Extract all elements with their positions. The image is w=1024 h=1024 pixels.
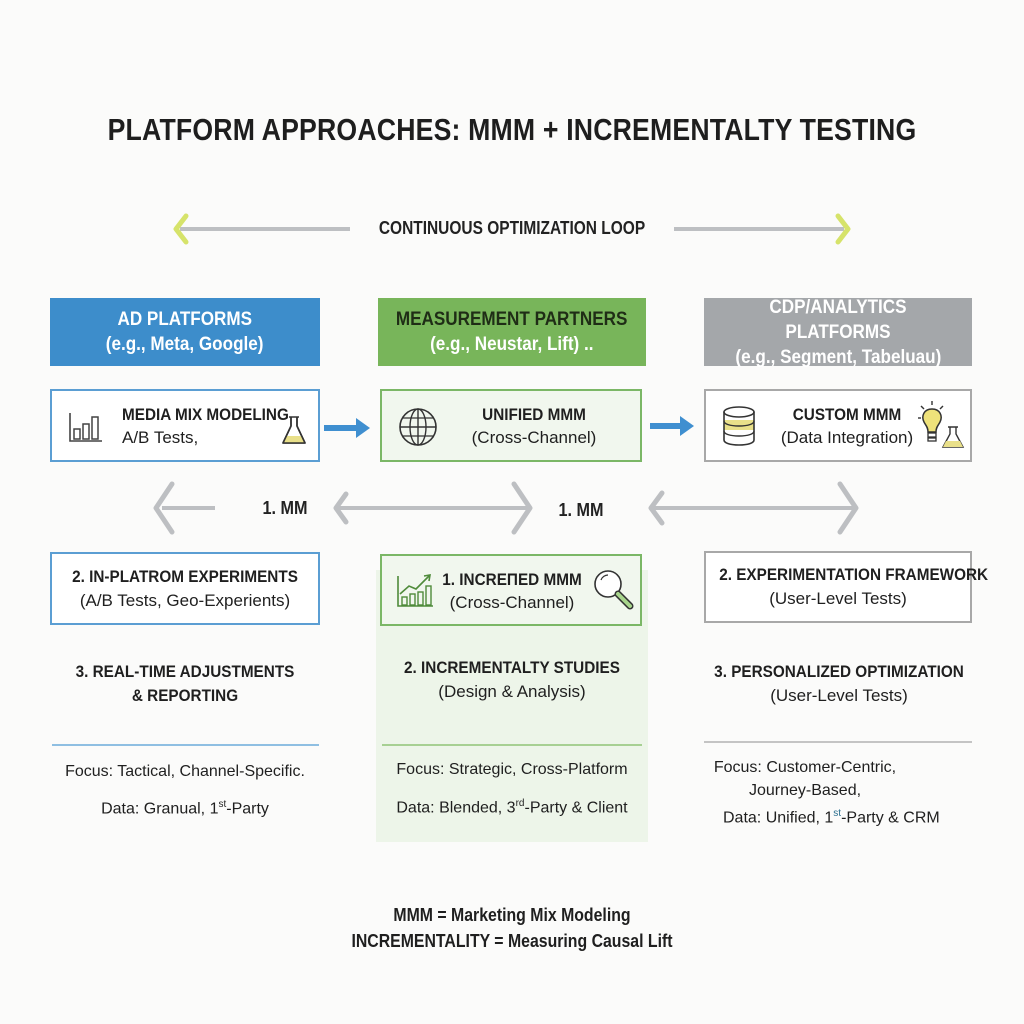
connector-arrow-2 (650, 416, 694, 436)
connector-label: 1. MM (558, 500, 604, 520)
incremented-mmm-box: 1. INCREΠED MMM (Cross-Channel) (380, 554, 642, 626)
connector-arrow-1 (324, 418, 370, 438)
header-examples: (e.g., Meta, Google) (106, 334, 264, 355)
box-subtitle: (Cross-Channel) (449, 593, 575, 612)
divider (52, 744, 319, 746)
legend-mmm: MMM = Marketing Mix Modeling (393, 905, 631, 925)
header-examples: (e.g., Segment, Tabeluau) (735, 346, 941, 368)
data-text: Data: Unified, 1st-Party & CRM (723, 808, 940, 827)
divider (382, 744, 642, 746)
step-subtitle: (User-Level Tests) (769, 589, 907, 608)
step-title: 2. INCREMENTALTY STUDIES (404, 658, 620, 677)
experimentation-framework-box: 2. EXPERIMENTATION FRAMEWORK (User-Level… (704, 551, 989, 623)
step-subtitle: (Design & Analysis) (438, 682, 586, 701)
bar-chart-icon (69, 413, 102, 442)
box-subtitle: (Data Integration) (780, 428, 914, 447)
personalized-optimization-step: 3. PERSONALIZED OPTIMIZATION (User-Level… (694, 660, 984, 708)
loop-label: CONTINUOUS OPTIMIZATION LOOP (378, 218, 646, 238)
lightbulb-flask-icon (918, 401, 965, 448)
flask-icon (282, 416, 306, 444)
box-subtitle: A/B Tests, (122, 428, 199, 447)
real-time-adjustments-step: 3. REAL-TIME ADJUSTMENTS & REPORTING (40, 660, 330, 708)
focus-text: Focus: Strategic, Cross-Platform (396, 761, 628, 778)
footer-legend: MMM = Marketing Mix Modeling INCREMENTAL… (0, 902, 1024, 954)
focus-text: Focus: Tactical, Channel-Specific. (65, 763, 305, 780)
box-title: UNIFIED MMM (482, 405, 586, 424)
box-title: MEDIA MIX MODELING (122, 405, 289, 424)
header-cdp-analytics-platforms: CDP/ANALYTICS PLATFORMS (e.g., Segment, … (704, 296, 972, 368)
header-title: AD PLATFORMS (117, 309, 253, 330)
media-mix-modeling-box: MEDIA MIX MODELING A/B Tests, (50, 389, 320, 462)
header-title: MEASUREMENT PARTNERS (396, 309, 628, 330)
box-title: 1. INCREΠED MMM (442, 570, 582, 589)
legend-incrementality: INCREMENTALITY = Measuring Causal Lift (351, 931, 673, 951)
step-title: 3. REAL-TIME ADJUSTMENTS (75, 662, 295, 681)
gray-arrow-middle (333, 481, 533, 535)
step-title: 3. PERSONALIZED OPTIMIZATION (714, 662, 964, 681)
step-title: 2. IN-PLATROM EXPERIMENTS (72, 566, 298, 586)
database-icon (723, 406, 755, 446)
growth-chart-icon (397, 574, 433, 607)
magnifier-icon (594, 570, 634, 610)
gray-arrow-right (648, 481, 859, 535)
loop-arrow-left (173, 213, 350, 245)
page-title: PLATFORM APPROACHES: MMM + INCREMENTALTY… (107, 112, 917, 147)
divider (704, 741, 972, 743)
gray-arrow-left (153, 481, 215, 535)
globe-icon (399, 408, 437, 446)
incrementality-studies-step: 2. INCREMENTALTY STUDIES (Design & Analy… (376, 656, 648, 704)
header-ad-platforms: AD PLATFORMS (e.g., Meta, Google) (50, 298, 320, 366)
data-text: Data: Granual, 1st-Party (101, 799, 269, 818)
unified-mmm-box: UNIFIED MMM (Cross-Channel) (380, 389, 642, 462)
header-measurement-partners: MEASUREMENT PARTNERS (e.g., Neustar, Lif… (378, 298, 646, 366)
in-platform-experiments-box: 2. IN-PLATROM EXPERIMENTS (A/B Tests, Ge… (50, 552, 320, 625)
connector-label: 1. MM (262, 498, 308, 518)
focus-text: Focus: Customer-Centric, Journey-Based, (713, 759, 897, 799)
step-title-cont: & REPORTING (131, 686, 239, 705)
step-subtitle: (User-Level Tests) (770, 686, 908, 705)
header-examples: (e.g., Neustar, Lift) .. (430, 334, 594, 355)
box-subtitle: (Cross-Channel) (471, 428, 597, 447)
data-text: Data: Blended, 3rd-Party & Client (396, 798, 628, 817)
loop-arrow-right (674, 213, 851, 245)
custom-mmm-box: CUSTOM MMM (Data Integration) (704, 389, 972, 462)
header-title: CDP/ANALYTICS PLATFORMS (769, 296, 907, 343)
step-title: 2. EXPERIMENTATION FRAMEWORK (719, 565, 989, 584)
step-subtitle: (A/B Tests, Geo-Experients) (79, 590, 291, 610)
box-title: CUSTOM MMM (792, 405, 902, 424)
